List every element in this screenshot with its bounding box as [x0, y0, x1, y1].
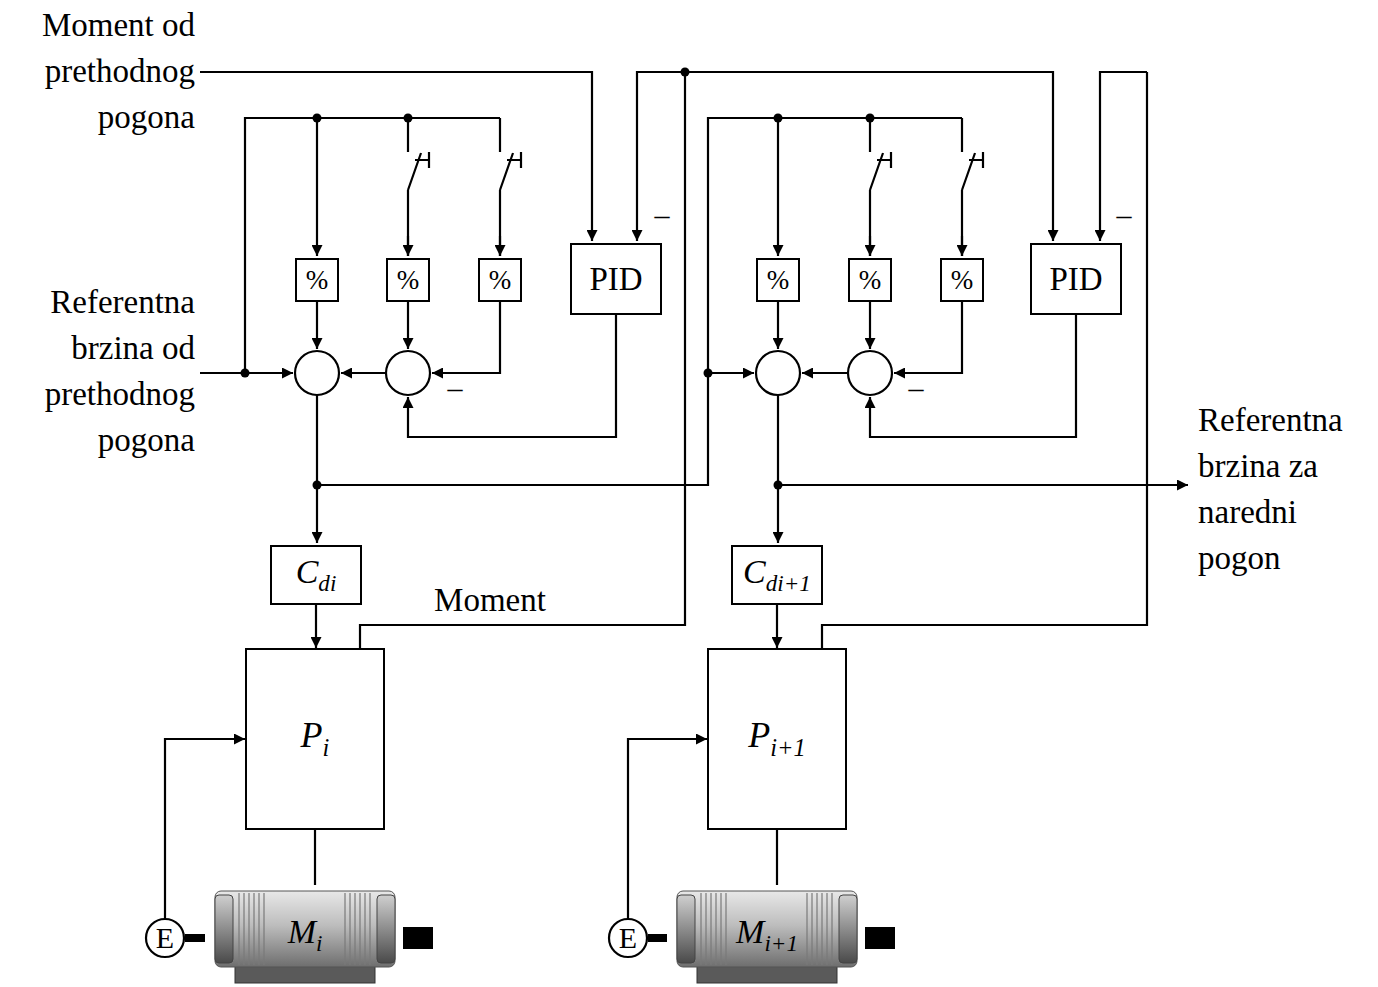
node-label: E	[619, 921, 637, 954]
node-label: E	[156, 921, 174, 954]
node-label: %	[951, 265, 974, 295]
signal-connector	[776, 830, 778, 885]
pid-box: PID	[1030, 243, 1122, 315]
node-text-group: %	[489, 267, 512, 294]
signal-connector	[776, 605, 778, 648]
node-label: C	[296, 553, 319, 590]
node-text-group: Cdi+1	[743, 555, 811, 595]
converter-box: Pi+1	[707, 648, 847, 830]
input-label: Referentna brzina od prethodnog pogona	[5, 279, 195, 463]
node-text-group: PID	[589, 263, 642, 296]
node-label: P	[301, 715, 323, 755]
node-label: %	[859, 265, 882, 295]
subscript-text: i+1	[764, 930, 798, 956]
controller-box: Cdi+1	[731, 545, 823, 605]
subscript-text: i	[323, 734, 330, 761]
shaft-link	[648, 934, 667, 942]
sign-label: –	[904, 365, 928, 411]
gain-box: %	[756, 258, 800, 302]
subscript-text: i+1	[770, 734, 806, 761]
subscript-text: i	[316, 930, 322, 956]
output-label: Referentna brzina za naredni pogon	[1198, 397, 1374, 581]
node-text-group: E	[619, 923, 637, 953]
node-text-group: Mi	[288, 915, 323, 955]
node-text-group: PID	[1049, 263, 1102, 296]
signal-connector	[315, 605, 317, 648]
summing-junction	[295, 351, 892, 395]
sign-label: –	[650, 192, 674, 238]
node-text-group: Cdi	[296, 555, 337, 595]
node-text-group: %	[306, 267, 329, 294]
node-text-group: E	[156, 923, 174, 953]
subscript-text: di+1	[766, 570, 811, 596]
junction-dot	[241, 68, 875, 490]
node-label: PID	[1049, 261, 1102, 297]
node-label: M	[736, 913, 764, 950]
pid-box: PID	[570, 243, 662, 315]
node-text-group: Mi+1	[736, 915, 798, 955]
signal-connector	[314, 830, 316, 885]
controller-box: Cdi	[270, 545, 362, 605]
encoder-circle: E	[145, 918, 185, 958]
node-text-group: %	[951, 267, 974, 294]
subscript-text: di	[318, 570, 336, 596]
node-label: %	[397, 265, 420, 295]
motor-symbol: Mi+1	[667, 885, 867, 985]
sign-label: –	[1112, 192, 1136, 238]
motor-symbol: Mi	[205, 885, 405, 985]
input-label: Moment od prethodnog pogona	[5, 2, 195, 140]
encoder-circle: E	[608, 918, 648, 958]
gain-box: %	[386, 258, 430, 302]
node-text-group: Pi+1	[748, 717, 806, 760]
node-text-group: %	[767, 267, 790, 294]
gain-box: %	[940, 258, 984, 302]
node-text-group: Pi	[301, 717, 330, 760]
node-label: PID	[589, 261, 642, 297]
node-label: %	[489, 265, 512, 295]
node-label: P	[748, 715, 770, 755]
node-label: M	[288, 913, 316, 950]
node-label: %	[767, 265, 790, 295]
gain-box: %	[848, 258, 892, 302]
signal-label: Moment	[420, 577, 560, 623]
gain-box: %	[295, 258, 339, 302]
shaft-link	[185, 934, 205, 942]
gain-box: %	[478, 258, 522, 302]
node-label: C	[743, 553, 766, 590]
converter-box: Pi	[245, 648, 385, 830]
node-text-group: %	[859, 267, 882, 294]
node-text-group: %	[397, 267, 420, 294]
sign-label: –	[443, 365, 467, 411]
node-label: %	[306, 265, 329, 295]
